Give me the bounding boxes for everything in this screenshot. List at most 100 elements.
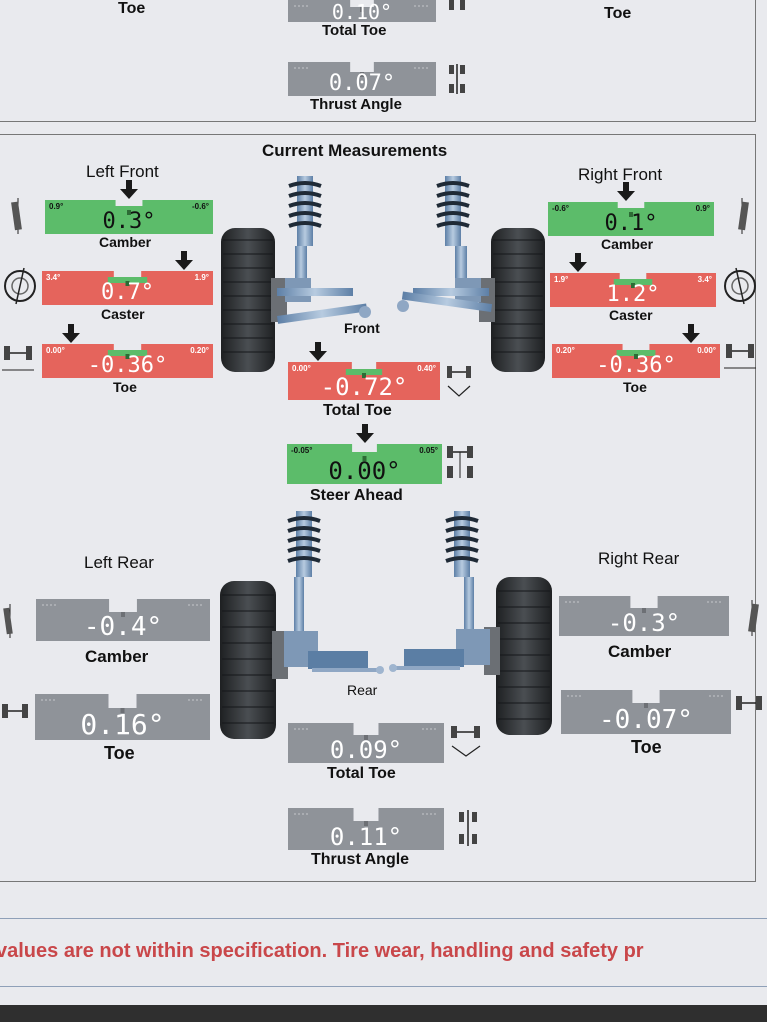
rear-total-toe-icon (451, 726, 481, 757)
rear-thrust-angle-icon (459, 810, 477, 846)
left-rear-camber-icon (3, 604, 13, 638)
gauge-shape (288, 362, 440, 400)
gauge-max-limit: 0.00° (697, 346, 716, 355)
right-rear-camber-label: Camber (608, 642, 672, 661)
top-total-toe-gauge: 0.10° (288, 0, 436, 22)
gauge-shape (548, 202, 714, 236)
gauge-value: 0.1° (604, 211, 658, 236)
gauge-value: 0.00° (328, 457, 401, 485)
front-total-toe-gauge: -0.72° 0.00° 0.40° (288, 362, 440, 400)
rear-thrust-angle-label: Thrust Angle (311, 851, 410, 868)
gauge-min-limit: 3.4° (46, 273, 61, 282)
right-front-camber-gauge: 0.1° -0.6° 0.9° (548, 202, 714, 236)
page-title: Current Measurements (262, 141, 448, 160)
footer-divider-bottom (0, 986, 767, 987)
previous-measurements-panel (0, 0, 756, 122)
gauge-min-limit: 1.9° (554, 275, 569, 284)
right-camber-wheel-icon (738, 198, 749, 234)
left-front-camber-gauge: 0.3° 0.9° -0.6° (45, 200, 213, 234)
rear-total-toe-label: Total Toe (327, 765, 396, 782)
front-suspension-illustration (221, 176, 545, 372)
gauge-min-limit: 0.9° (49, 202, 64, 211)
left-front-toe-label: Toe (113, 379, 137, 395)
gauge-shape (559, 596, 729, 636)
right-rear-toe-label: Toe (631, 737, 662, 757)
spec-warning-text: values are not within specification. Tir… (0, 940, 644, 962)
gauge-value: 0.16° (80, 708, 165, 741)
right-rear-heading: Right Rear (598, 549, 680, 568)
gauge-value: 0.07° (328, 71, 396, 96)
left-front-toe-gauge: -0.36°0.00°0.20° (42, 344, 213, 378)
left-front-caster-label: Caster (101, 306, 145, 322)
front-total-toe-car-icon (447, 366, 471, 397)
top-thrust-angle-label: Thrust Angle (310, 96, 402, 113)
footer-divider (0, 918, 767, 919)
left-rear-camber-gauge: -0.4° (36, 599, 210, 641)
left-front-camber-label: Camber (99, 234, 152, 250)
right-front-toe-gauge: -0.36° 0.20° 0.00° (552, 344, 720, 378)
gauge-shape (42, 344, 213, 378)
gauge-shape (288, 808, 444, 850)
left-camber-wheel-icon (11, 198, 22, 234)
gauge-shape (288, 723, 444, 763)
steer-ahead-label: Steer Ahead (310, 487, 403, 504)
gauge-shape (35, 694, 210, 740)
front-axle-label: Front (344, 320, 380, 336)
right-front-caster-gauge: 1.2° 1.9° 3.4° (550, 273, 716, 307)
left-caster-wheel-icon (4, 267, 36, 305)
gauge-min-limit: -0.6° (552, 204, 569, 213)
gauge-min-limit: 0.00° (292, 364, 311, 373)
gauge-max-limit: -0.6° (192, 202, 209, 211)
top-right-toe-label: Toe (604, 5, 632, 22)
gauge-value: -0.72° (320, 373, 408, 401)
gauge-min-limit: 0.20° (556, 346, 575, 355)
right-front-caster-label: Caster (609, 307, 653, 323)
gauge-value: 0.10° (331, 0, 393, 24)
right-front-camber-label: Camber (601, 236, 654, 252)
right-toe-car-icon (724, 344, 756, 369)
gauge-value: 0.3° (102, 209, 156, 234)
rear-total-toe-gauge: 0.09° (288, 723, 444, 763)
right-front-heading: Right Front (578, 165, 663, 184)
left-rear-camber-label: Camber (85, 647, 149, 666)
gauge-value: 1.2° (606, 282, 660, 307)
left-front-caster-gauge: 0.7°3.4°1.9° (42, 271, 213, 305)
top-thrust-angle-gauge: 0.07° (288, 62, 436, 96)
gauge-max-limit: 0.20° (190, 346, 209, 355)
gauge-shape (552, 344, 720, 378)
gauge-shape (288, 62, 436, 96)
gauge-max-limit: 0.40° (417, 364, 436, 373)
left-rear-toe-icon (2, 704, 28, 718)
gauge-value: -0.36° (596, 353, 676, 378)
gauge-value: 0.7° (101, 280, 154, 305)
rear-thrust-angle-gauge: 0.11° (288, 808, 444, 850)
gauge-shape (550, 273, 716, 307)
table-edge (0, 1005, 767, 1022)
left-rear-toe-gauge: 0.16° (35, 694, 210, 740)
left-rear-toe-label: Toe (104, 743, 135, 763)
steer-ahead-gauge: 0.00° -0.05° 0.05° (287, 444, 442, 484)
left-toe-car-icon (2, 346, 34, 371)
gauge-max-limit: 3.4° (697, 275, 712, 284)
top-total-toe-icon (449, 0, 465, 10)
gauge-max-limit: 0.05° (419, 446, 438, 455)
gauge-value: -0.07° (599, 705, 693, 735)
gauge-shape (288, 0, 436, 22)
front-total-toe-label: Total Toe (323, 402, 392, 419)
top-left-toe-label: Toe (118, 0, 146, 17)
right-rear-toe-icon (736, 696, 762, 710)
steer-ahead-car-icon (447, 446, 473, 478)
left-front-heading: Left Front (86, 162, 159, 181)
left-rear-heading: Left Rear (84, 553, 154, 572)
gauge-shape (36, 599, 210, 641)
right-rear-camber-icon (748, 600, 759, 636)
gauge-max-limit: 0.9° (695, 204, 710, 213)
gauge-value: -0.3° (607, 609, 681, 637)
right-front-toe-label: Toe (623, 379, 647, 395)
gauge-shape (287, 444, 442, 484)
current-measurements-panel (0, 134, 756, 882)
gauge-min-limit: -0.05° (291, 446, 313, 455)
right-rear-toe-gauge: -0.07° (561, 690, 731, 734)
gauge-value: 0.11° (329, 823, 403, 851)
